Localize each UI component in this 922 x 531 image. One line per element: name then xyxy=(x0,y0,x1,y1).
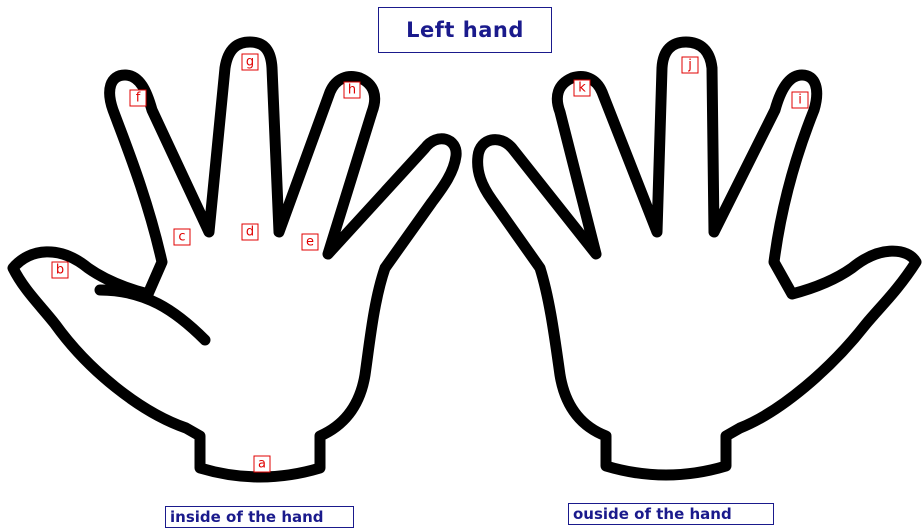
palm-view-hand xyxy=(13,42,456,477)
marker-h: h xyxy=(344,82,360,98)
svg-text:e: e xyxy=(306,235,314,250)
back-view-hand xyxy=(478,42,916,475)
marker-d: d xyxy=(242,224,258,240)
marker-e: e xyxy=(302,234,318,250)
inside-of-hand-caption: inside of the hand xyxy=(165,506,354,528)
marker-g: g xyxy=(242,54,258,70)
svg-text:b: b xyxy=(56,263,64,278)
svg-text:j: j xyxy=(687,58,692,73)
svg-text:a: a xyxy=(258,457,266,472)
marker-c: c xyxy=(174,229,190,245)
marker-j: j xyxy=(682,57,698,73)
svg-text:c: c xyxy=(178,230,185,245)
svg-text:g: g xyxy=(246,55,254,70)
svg-text:k: k xyxy=(578,81,586,96)
svg-text:i: i xyxy=(798,93,802,108)
back-hand-outline xyxy=(478,42,916,475)
svg-text:h: h xyxy=(348,83,356,98)
outside-of-hand-caption: ouside of the hand xyxy=(568,503,774,525)
marker-k: k xyxy=(574,80,590,96)
marker-a: a xyxy=(254,456,270,472)
marker-i: i xyxy=(792,92,808,108)
palm-hand-outline xyxy=(13,42,456,477)
marker-b: b xyxy=(52,262,68,278)
svg-text:d: d xyxy=(246,225,254,240)
marker-f: f xyxy=(130,90,146,106)
svg-text:f: f xyxy=(136,91,141,106)
